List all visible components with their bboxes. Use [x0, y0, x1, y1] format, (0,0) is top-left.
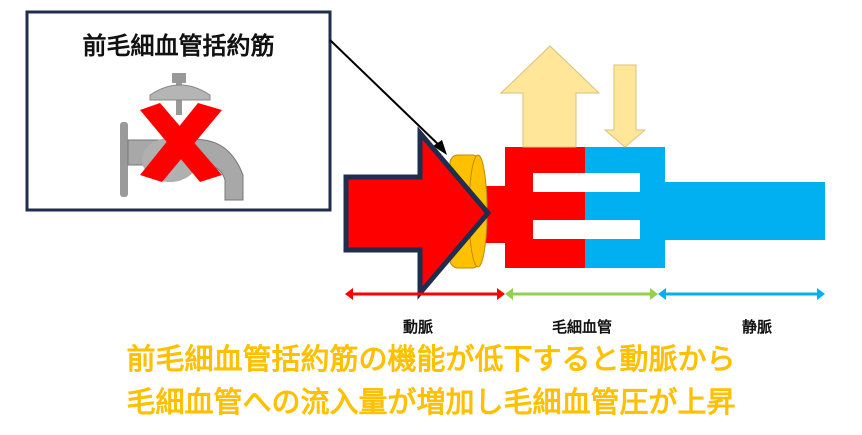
reabsorption-down-arrow — [603, 64, 647, 148]
callout-title: 前毛細血管括約筋 — [82, 32, 275, 60]
capillary-range-arrow — [505, 288, 658, 300]
capillary-gap-bottom — [533, 220, 640, 239]
artery-range-arrow — [345, 288, 505, 300]
pointer-line — [329, 39, 443, 149]
label-artery: 動脈 — [402, 318, 434, 336]
pointer-arrowhead — [433, 140, 447, 155]
capillary-venous — [585, 147, 665, 268]
red-x-icon — [140, 103, 222, 182]
caption-line-2: 毛細血管への流入量が増加し毛細血管圧が上昇 — [126, 385, 736, 419]
caption-line-1: 前毛細血管括約筋の機能が低下すると動脈から — [126, 342, 736, 376]
vein — [660, 182, 825, 240]
vein-range-arrow — [658, 288, 825, 300]
label-vein: 静脈 — [741, 318, 773, 336]
filtration-up-arrow — [499, 45, 601, 148]
capillary-arterial — [505, 147, 585, 268]
blood-flow-arrow — [343, 126, 492, 300]
label-capillary: 毛細血管 — [551, 318, 613, 336]
capillary-gap-top — [533, 173, 640, 192]
